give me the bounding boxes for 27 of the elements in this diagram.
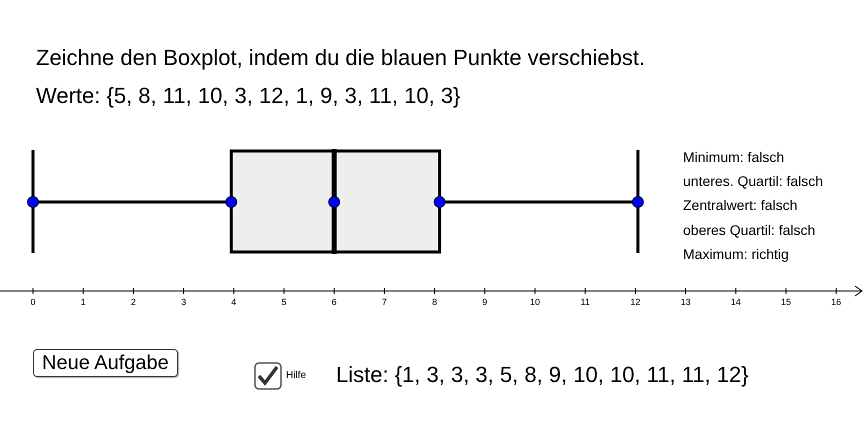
status-text: Maximum: richtig [683, 246, 789, 262]
status-text: unteres. Quartil: falsch [683, 174, 824, 190]
tick-label: 4 [230, 298, 238, 308]
tick-label: 16 [830, 298, 842, 308]
instruction-text: Zeichne den Boxplot, indem du die blauen Punkte verschiebst. [36, 46, 646, 70]
status-text: oberes Quartil: falsch [683, 222, 816, 238]
tick-label: 15 [780, 298, 792, 308]
tick-label: 10 [528, 298, 541, 308]
tick-label: 5 [280, 298, 288, 308]
tick-label: 13 [680, 298, 692, 308]
list-text: Liste: {1, 3, 3, 3, 5, 8, 9, 10, 10, 11, 11, 12} [336, 363, 749, 388]
tick-label: 6 [330, 298, 338, 308]
tick-label: 12 [629, 298, 642, 308]
status-text: Minimum: falsch [683, 150, 784, 166]
tick-label: 11 [580, 298, 591, 308]
tick-label: 14 [730, 298, 742, 308]
checkbox-label: Hilfe [286, 370, 306, 381]
tick-label: 0 [29, 298, 36, 308]
values-text: Werte: {5, 8, 11, 10, 3, 12, 1, 9, 3, 11, 10, 3} [36, 84, 460, 108]
new-task-button: Neue Aufgabe [33, 349, 178, 377]
tick-label: 1 [80, 298, 87, 308]
tick-label: 9 [481, 298, 488, 308]
status-text: Zentralwert: falsch [683, 198, 798, 214]
tick-label: 8 [431, 298, 438, 308]
tick-label: 2 [130, 298, 137, 308]
tick-label: 7 [380, 298, 388, 308]
tick-label: 3 [180, 298, 188, 308]
